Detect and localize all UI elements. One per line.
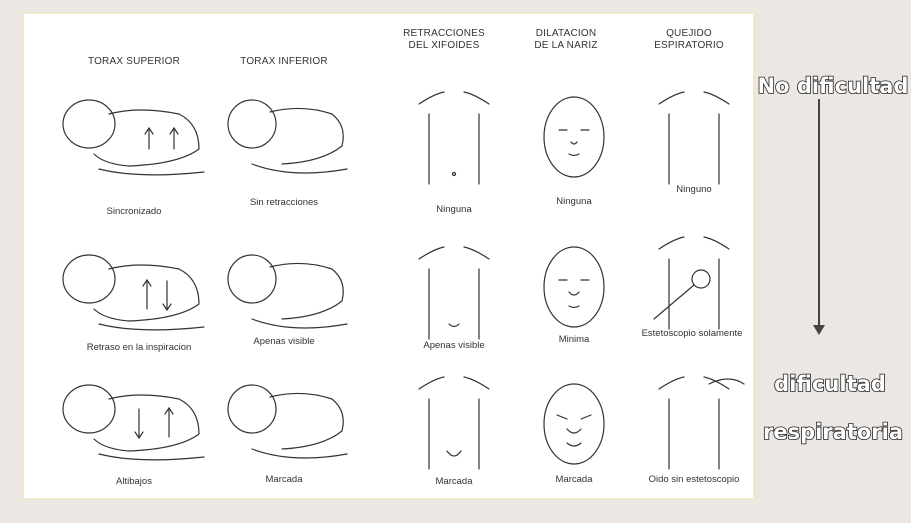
torso-front-illustration [409, 359, 499, 484]
infant-profile-illustration [222, 239, 352, 344]
torso-front-illustration [409, 74, 499, 199]
caption-row3-col5: Oido sin estetoscopio [634, 474, 754, 485]
caption-row3-col1: Altibajos [74, 476, 194, 487]
silverman-chart: TORAX SUPERIOR TORAX INFERIOR RETRACCION… [22, 12, 755, 500]
column-header-dilatacion: DILATACION DE LA NARIZ [516, 28, 616, 52]
infant-profile-illustration [59, 369, 209, 474]
label-dificultad: dificultad [755, 372, 905, 396]
caption-row1-col1: Sincronizado [74, 206, 194, 217]
infant-profile-illustration [59, 84, 209, 189]
column-header-retracciones: RETRACCIONES DEL XIFOIDES [389, 28, 499, 52]
torso-front-illustration [649, 74, 739, 199]
column-header-quejido: QUEJIDO ESPIRATORIO [634, 28, 744, 52]
caption-row1-col4: Ninguna [524, 196, 624, 207]
infant-profile-illustration [59, 239, 209, 344]
torso-stethoscope-illustration [649, 219, 744, 339]
severity-arrow-head-icon [813, 325, 825, 335]
torso-front-illustration [409, 229, 499, 354]
caption-row2-col1: Retraso en la inspiracion [64, 342, 214, 353]
torso-grunting-illustration [649, 359, 754, 479]
caption-row1-col3: Ninguna [404, 204, 504, 215]
column-header-torax-inferior: TORAX INFERIOR [214, 56, 354, 68]
caption-row1-col2: Sin retracciones [224, 197, 344, 208]
caption-row2-col4: Minima [524, 334, 624, 345]
caption-row3-col2: Marcada [224, 474, 344, 485]
caption-row2-col2: Apenas visible [224, 336, 344, 347]
label-respiratoria: respiratoria [755, 420, 911, 444]
caption-row2-col5: Estetoscopio solamente [627, 328, 757, 339]
infant-face-illustration [539, 379, 609, 474]
infant-face-illustration [539, 92, 609, 187]
caption-row3-col3: Marcada [404, 476, 504, 487]
caption-row1-col5: Ninguno [644, 184, 744, 195]
infant-profile-illustration [222, 369, 352, 474]
infant-profile-illustration [222, 84, 352, 189]
infant-face-illustration [539, 242, 609, 337]
caption-row3-col4: Marcada [524, 474, 624, 485]
caption-row2-col3: Apenas visible [404, 340, 504, 351]
severity-arrow-line [818, 99, 820, 327]
column-header-torax-superior: TORAX SUPERIOR [64, 56, 204, 68]
label-no-dificultad: No dificultad [755, 74, 911, 98]
